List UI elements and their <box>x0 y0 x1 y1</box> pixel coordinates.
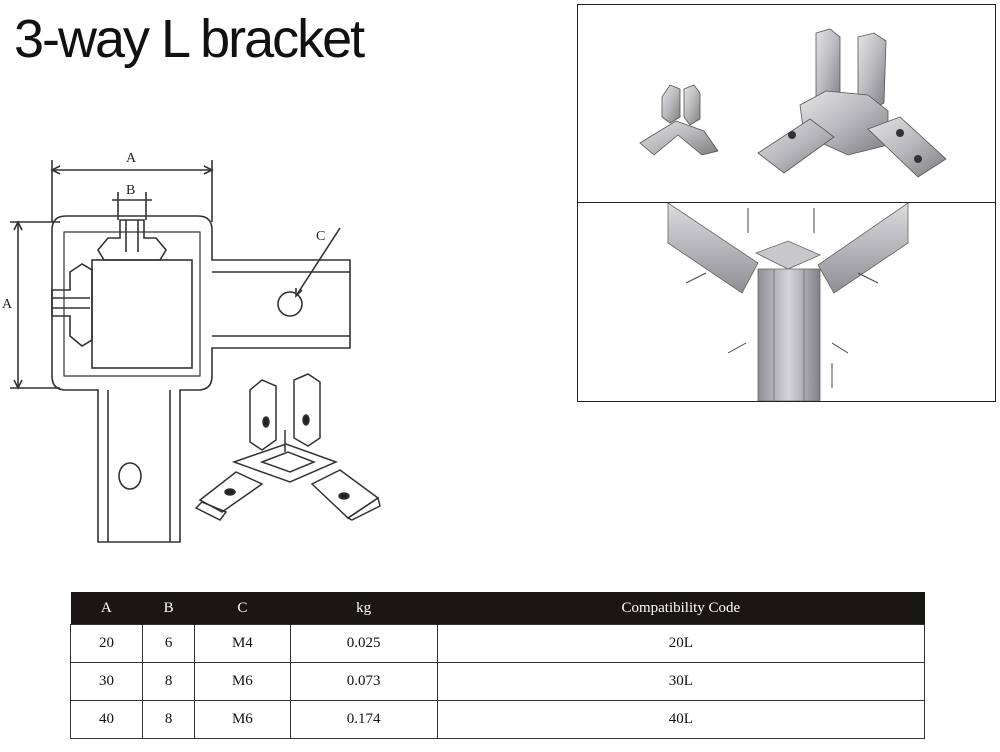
page-title: 3-way L bracket <box>14 9 365 69</box>
dimension-label-b: B <box>126 183 135 198</box>
cell-a: 20 <box>69 624 144 663</box>
bracket-product-photo <box>578 5 995 203</box>
assembly-photo <box>578 202 995 402</box>
cell-a: 40 <box>69 700 144 739</box>
spec-table: A B C kg Compatibility Code 20 6 M4 0.02… <box>69 592 926 739</box>
cell-compatibility-code: 40L <box>436 700 926 739</box>
cell-kg: 0.174 <box>289 700 438 739</box>
table-row: 20 6 M4 0.025 20L <box>69 624 926 663</box>
isometric-sketch <box>194 373 381 521</box>
column-header-b: B <box>142 592 196 625</box>
technical-drawing: A B C A <box>2 151 381 543</box>
table-header-row: A B C kg Compatibility Code <box>70 592 926 625</box>
cell-kg: 0.073 <box>289 662 438 701</box>
cell-c: M6 <box>194 700 291 739</box>
cell-b: 8 <box>142 700 196 739</box>
column-header-a: A <box>70 592 144 625</box>
cell-b: 8 <box>142 662 196 701</box>
large-bracket-photo <box>757 28 947 178</box>
small-bracket-photo <box>639 84 719 156</box>
product-photo-panel <box>577 4 996 402</box>
column-header-kg: kg <box>290 592 438 625</box>
cell-a: 30 <box>69 662 144 701</box>
cell-c: M4 <box>194 624 291 663</box>
column-header-compatibility-code: Compatibility Code <box>437 592 926 625</box>
dimension-label-c: C <box>316 229 325 244</box>
cell-b: 6 <box>142 624 196 663</box>
table-row: 40 8 M6 0.174 40L <box>69 700 926 739</box>
dimension-label-a-side: A <box>2 297 13 312</box>
cell-compatibility-code: 30L <box>436 662 926 701</box>
cell-kg: 0.025 <box>289 624 438 663</box>
column-header-c: C <box>194 592 291 625</box>
cell-c: M6 <box>194 662 291 701</box>
cell-compatibility-code: 20L <box>436 624 926 663</box>
dimension-label-a-top: A <box>126 151 137 166</box>
table-row: 30 8 M6 0.073 30L <box>69 662 926 701</box>
